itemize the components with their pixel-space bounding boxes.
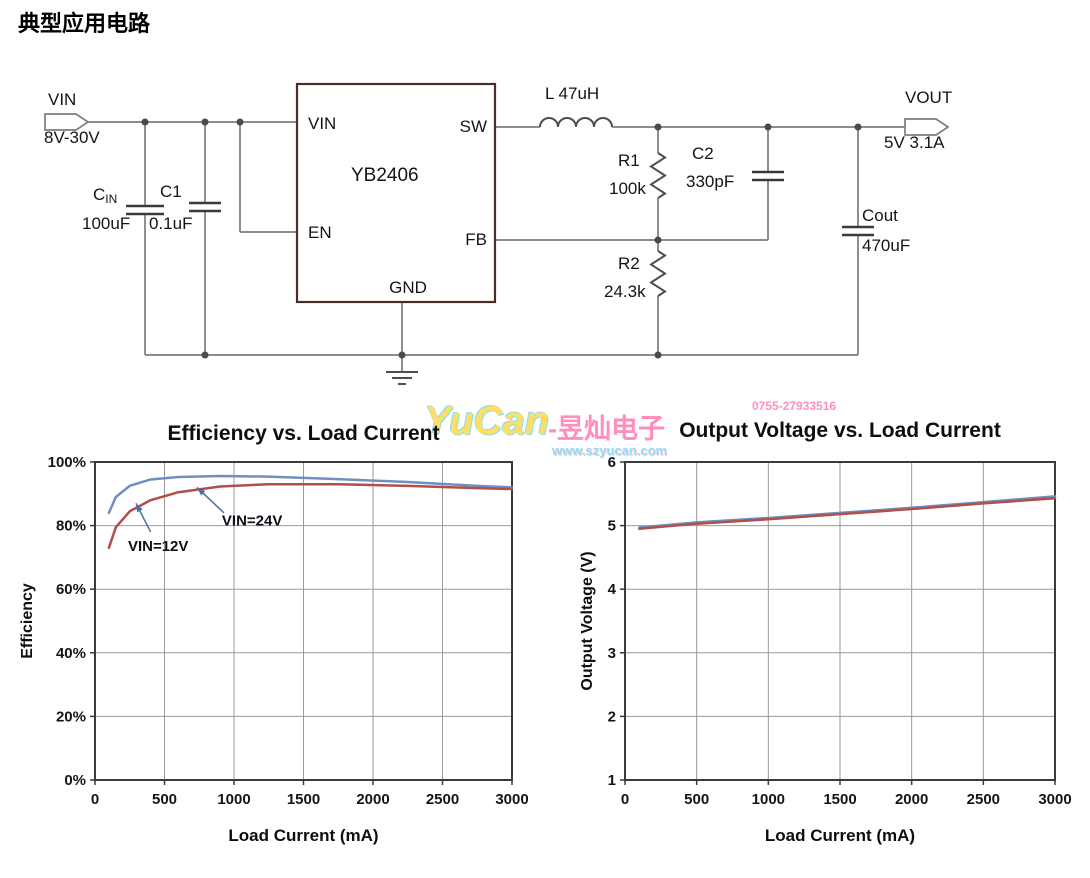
r1-label: R1 [618,151,640,170]
inductor-label: L 47uH [545,84,599,103]
svg-text:2500: 2500 [426,791,459,808]
svg-text:1000: 1000 [217,791,250,808]
svg-text:2000: 2000 [356,791,389,808]
c1-capacitor [189,201,221,213]
efficiency-chart-title: Efficiency vs. Load Current [167,422,440,445]
svg-text:2: 2 [608,708,616,725]
junction-dots [141,118,862,359]
output-voltage-chart-xlabel: Load Current (mA) [764,826,916,845]
vout-connector [904,118,950,136]
vin-connector [44,113,90,131]
svg-text:60%: 60% [56,581,86,598]
vin-range-label: 8V-30V [44,128,100,147]
efficiency-chart-xlabel: Load Current (mA) [228,826,379,845]
vin-label: VIN [48,90,76,109]
ic-pin-vin-label: VIN [308,114,336,133]
svg-text:0: 0 [621,791,629,808]
r1-resistor [649,152,667,199]
cout-value-label: 470uF [862,236,910,255]
svg-text:6: 6 [608,454,616,471]
output-voltage-chart-title: Output Voltage vs. Load Current [679,419,1001,442]
svg-text:1500: 1500 [823,791,856,808]
svg-text:3: 3 [608,645,616,662]
circuit-wires [88,121,905,372]
cout-label: Cout [862,206,898,225]
r2-resistor [649,250,667,297]
r2-value-label: 24.3k [604,282,646,301]
ic-part-number: YB2406 [351,165,419,186]
ic-pin-sw-label: SW [460,117,487,136]
svg-text:500: 500 [684,791,709,808]
svg-text:2000: 2000 [895,791,928,808]
cout-capacitor [842,225,874,237]
c1-value-label: 0.1uF [149,214,192,233]
c2-value-label: 330pF [686,172,734,191]
svg-text:20%: 20% [56,708,86,725]
ground-symbol [386,371,418,385]
r2-label: R2 [618,254,640,273]
svg-text:3000: 3000 [1038,791,1071,808]
output-voltage-chart-canvas: 0 500 1000 1500 2000 2500 3000 1 2 3 4 5 6 [608,454,1072,808]
ic-body [295,82,497,304]
ic-pin-en-label: EN [308,223,332,242]
svg-text:2500: 2500 [967,791,1000,808]
svg-text:40%: 40% [56,645,86,662]
svg-text:VIN=24V: VIN=24V [222,513,282,530]
cin-capacitor [126,204,164,216]
svg-text:500: 500 [152,791,177,808]
svg-text:VIN=12V: VIN=12V [128,538,188,555]
svg-text:1500: 1500 [287,791,320,808]
svg-text:1000: 1000 [752,791,785,808]
page-title: 典型应用电路 [18,11,151,36]
application-circuit-schematic: VIN 8V-30V CIN 100uF C1 0.1uF VIN SW YB2… [44,82,952,385]
cin-label: CIN [93,185,117,206]
c1-label: C1 [160,182,182,201]
svg-text:80%: 80% [56,518,86,535]
ic-pin-gnd-label: GND [389,278,427,297]
inductor [539,117,613,128]
cin-value-label: 100uF [82,214,130,233]
efficiency-chart-canvas: 0 500 1000 1500 2000 2500 3000 0% 20% 40% 60% 80% 10… [48,454,529,808]
svg-text:4: 4 [608,581,617,598]
c2-label: C2 [692,144,714,163]
svg-text:100%: 100% [48,454,86,471]
svg-text:1: 1 [608,772,616,789]
c2-capacitor [752,170,784,182]
svg-text:5: 5 [608,518,616,535]
r1-value-label: 100k [609,179,646,198]
vout-label: VOUT [905,88,952,107]
svg-text:0%: 0% [64,772,86,789]
ic-pin-fb-label: FB [465,230,487,249]
svg-text:0: 0 [91,791,99,808]
svg-text:3000: 3000 [495,791,528,808]
vout-rating-label: 5V 3.1A [884,133,945,152]
